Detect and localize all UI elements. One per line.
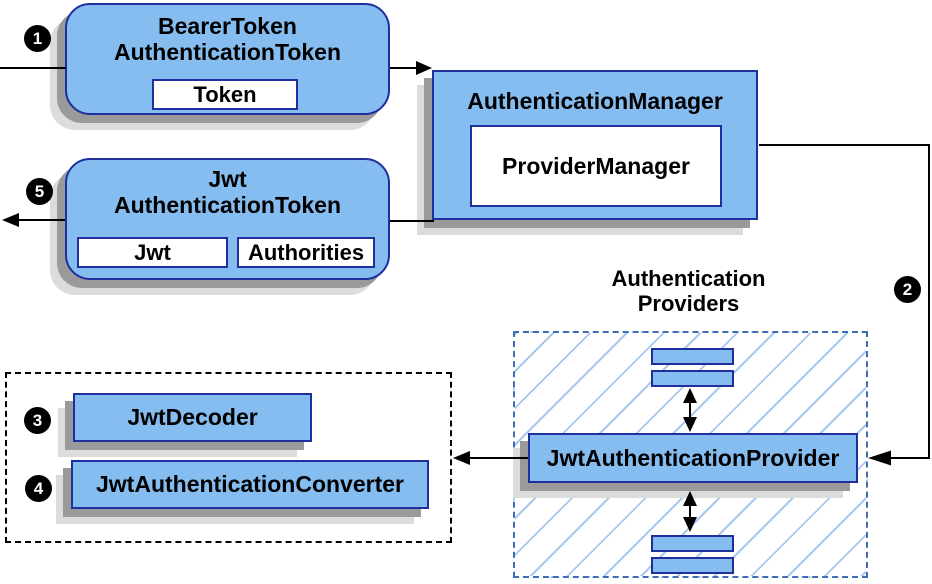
provider-stack-bar-bottom-1 — [651, 535, 734, 552]
jwt-authentication-converter-box: JwtAuthenticationConverter — [71, 460, 429, 509]
authentication-providers-title-line1: Authentication — [611, 266, 766, 291]
step-3-badge: 3 — [24, 407, 51, 434]
jwt-authentication-provider-label: JwtAuthenticationProvider — [546, 444, 840, 471]
jwt-authentication-provider-box: JwtAuthenticationProvider — [528, 433, 858, 483]
jwt-field-box: Jwt — [77, 237, 228, 268]
jwt-decoder-label: JwtDecoder — [127, 404, 258, 430]
provider-manager-label: ProviderManager — [502, 152, 690, 179]
provider-manager-box: ProviderManager — [470, 125, 722, 207]
jwt-authentication-token-box: Jwt AuthenticationToken Jwt Authorities — [65, 158, 390, 280]
token-field-box: Token — [152, 79, 298, 110]
provider-stack-bar-top-1 — [651, 348, 734, 365]
provider-stack-bar-bottom-2 — [651, 557, 734, 574]
jwt-token-outgoing-arrow — [2, 213, 65, 227]
authorities-field-label: Authorities — [247, 239, 365, 265]
bearer-token-title-line2: AuthenticationToken — [113, 39, 341, 65]
jwt-decoder-converter-group-box: JwtDecoder JwtAuthenticationConverter — [5, 372, 452, 543]
bearer-token-authentication-token-box: BearerToken AuthenticationToken Token — [65, 3, 390, 115]
bearer-to-manager-arrow — [390, 61, 432, 75]
step-1-badge: 1 — [24, 25, 51, 52]
step-4-badge: 4 — [25, 475, 52, 502]
authentication-providers-title-line2: Providers — [637, 291, 740, 316]
bearer-token-title-line1: BearerToken — [158, 13, 297, 39]
token-field-label: Token — [193, 81, 257, 107]
jwt-token-title-line1: Jwt — [208, 166, 247, 192]
step-5-badge: 5 — [26, 178, 53, 205]
authentication-manager-box: AuthenticationManager ProviderManager — [432, 70, 758, 220]
authentication-providers-title: Authentication Providers — [513, 266, 864, 316]
authentication-providers-group-box: JwtAuthenticationProvider — [513, 331, 868, 578]
jwt-token-title-line2: AuthenticationToken — [113, 192, 341, 218]
authorities-field-box: Authorities — [237, 237, 375, 268]
authentication-manager-title: AuthenticationManager — [467, 88, 723, 114]
jwt-field-label: Jwt — [134, 239, 171, 265]
step-2-badge: 2 — [894, 276, 921, 303]
provider-stack-bar-top-2 — [651, 370, 734, 387]
jwt-decoder-box: JwtDecoder — [73, 393, 312, 442]
jwt-authentication-converter-label: JwtAuthenticationConverter — [96, 471, 404, 497]
